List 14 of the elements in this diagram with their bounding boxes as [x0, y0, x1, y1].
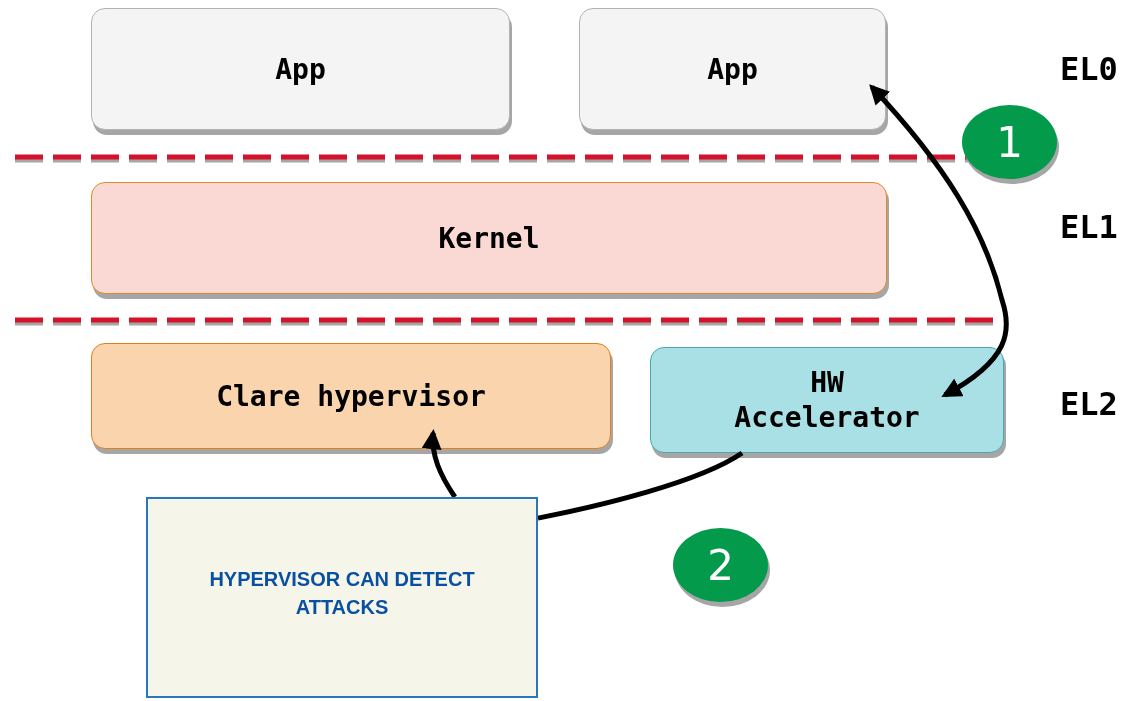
connector-arrow [422, 429, 457, 499]
step-number: 1 [996, 117, 1023, 167]
box-label: HW Accelerator [733, 365, 921, 435]
note-box [146, 497, 538, 698]
note-text: HYPERVISOR CAN DETECT ATTACKS [208, 566, 476, 620]
exception-level-label: EL0 [1060, 50, 1118, 88]
box-label: App [275, 51, 326, 87]
exception-level-label: EL2 [1060, 385, 1118, 423]
connector-arrow [869, 84, 1009, 398]
exception-level-label: EL1 [1060, 208, 1118, 246]
box-label: App [707, 51, 758, 87]
step-number: 2 [707, 540, 734, 590]
box-label: Clare hypervisor [216, 378, 486, 414]
box-label: Kernel [438, 220, 540, 256]
